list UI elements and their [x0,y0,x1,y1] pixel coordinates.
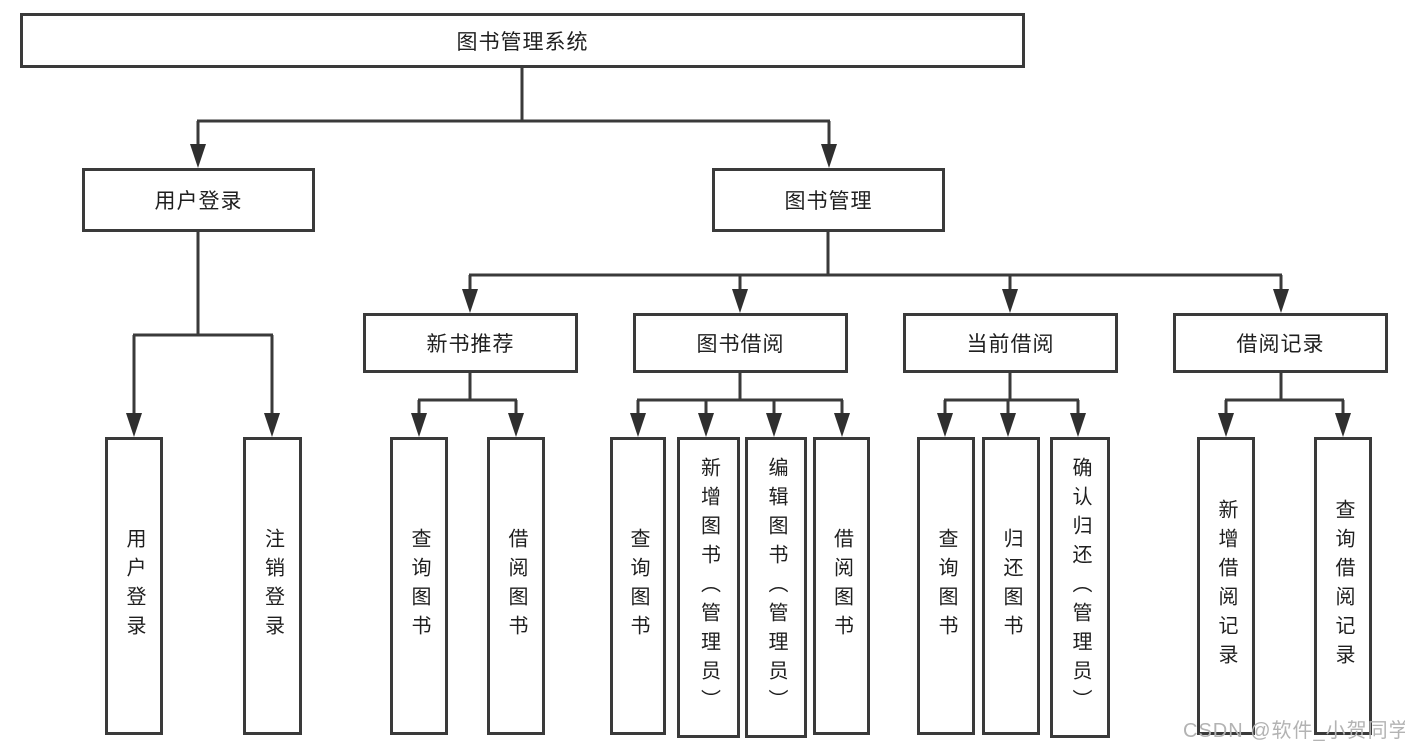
csdn-watermark: CSDN @软件_小贺同学 [1183,720,1405,742]
leaf-borrow-borrow-books: 借阅图书 [813,437,870,735]
node-current-borrowing: 当前借阅 [903,313,1118,373]
node-label: 图书借阅 [696,333,785,356]
leaf-label: 归还图书 [1000,528,1022,644]
leaf-label: 确认归还（管理员） [1069,457,1091,718]
leaf-label: 查询图书 [627,528,649,644]
leaf-logout-login: 注销登录 [243,437,302,735]
leaf-borrow-query-books: 查询图书 [610,437,666,735]
leaf-records-add-record: 新增借阅记录 [1197,437,1255,735]
node-label: 图书管理系统 [456,30,589,54]
node-borrowing-records: 借阅记录 [1173,313,1388,373]
leaf-label: 新增图书（管理员） [697,457,720,718]
leaf-label: 查询图书 [935,528,957,644]
node-label: 当前借阅 [966,333,1055,356]
leaf-label: 用户登录 [123,528,145,644]
leaf-current-query-books: 查询图书 [917,437,975,735]
node-label: 用户登录 [154,190,243,213]
node-root-system: 图书管理系统 [20,13,1025,68]
arrowheads [126,144,1351,437]
leaf-newbook-borrow-books: 借阅图书 [487,437,545,735]
leaf-label: 注销登录 [261,528,284,644]
leaf-current-return-books: 归还图书 [982,437,1040,735]
leaf-borrow-edit-books-admin: 编辑图书（管理员） [745,437,807,738]
leaf-label: 新增借阅记录 [1215,499,1237,673]
leaf-borrow-add-books-admin: 新增图书（管理员） [677,437,740,738]
node-book-borrowing: 图书借阅 [633,313,848,373]
leaf-label: 查询图书 [408,528,430,644]
leaf-label: 借阅图书 [505,528,527,644]
leaf-label: 编辑图书（管理员） [765,457,787,718]
node-user-login: 用户登录 [82,168,315,232]
leaf-current-confirm-return-admin: 确认归还（管理员） [1050,437,1110,738]
node-book-management: 图书管理 [712,168,945,232]
node-new-book-recommendation: 新书推荐 [363,313,578,373]
node-label: 借阅记录 [1236,333,1325,356]
leaf-user-login: 用户登录 [105,437,163,735]
leaf-label: 借阅图书 [830,528,853,644]
node-label: 图书管理 [784,190,873,213]
leaf-newbook-query-books: 查询图书 [390,437,448,735]
leaf-records-query-record: 查询借阅记录 [1314,437,1372,735]
leaf-label: 查询借阅记录 [1332,499,1354,673]
node-label: 新书推荐 [426,333,515,356]
